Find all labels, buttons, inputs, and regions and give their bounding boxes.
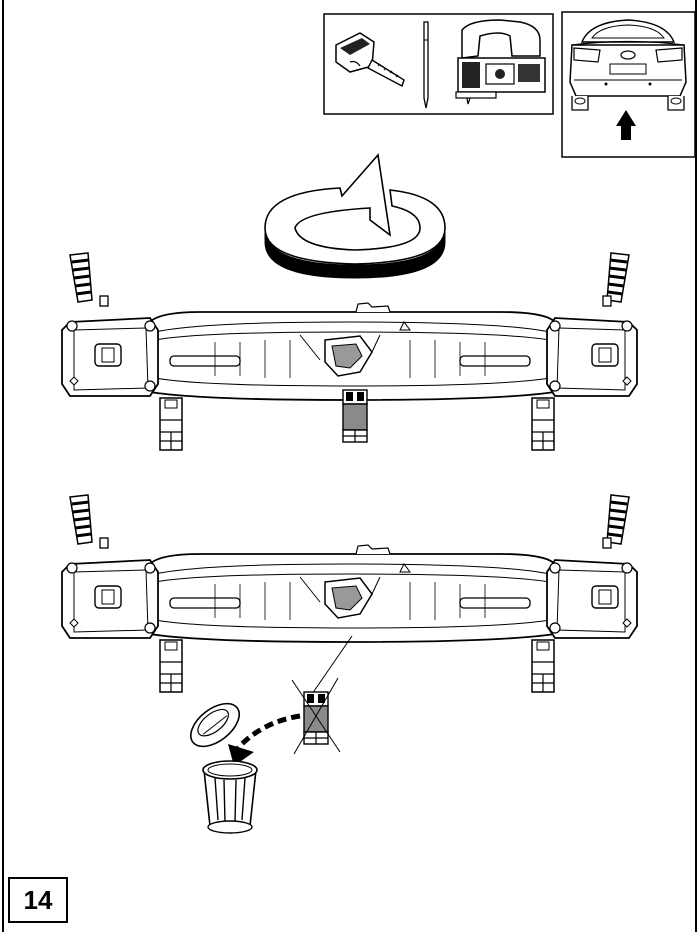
rotate-icon <box>264 153 446 279</box>
scribe-pen-icon <box>423 21 429 109</box>
tape-measure-icon <box>335 32 405 88</box>
jigsaw-icon <box>455 19 546 105</box>
bumper-beam-view-after <box>60 493 639 694</box>
step-number-box: 14 <box>8 877 68 923</box>
cut-lines-icon <box>291 677 341 755</box>
car-rear-view-icon <box>561 11 696 158</box>
discard-into-bin-icon <box>190 702 301 834</box>
tool-panel <box>323 13 554 115</box>
step-number: 14 <box>23 884 53 915</box>
bumper-beam-view-before <box>60 251 639 452</box>
removed-bracket <box>291 635 353 755</box>
